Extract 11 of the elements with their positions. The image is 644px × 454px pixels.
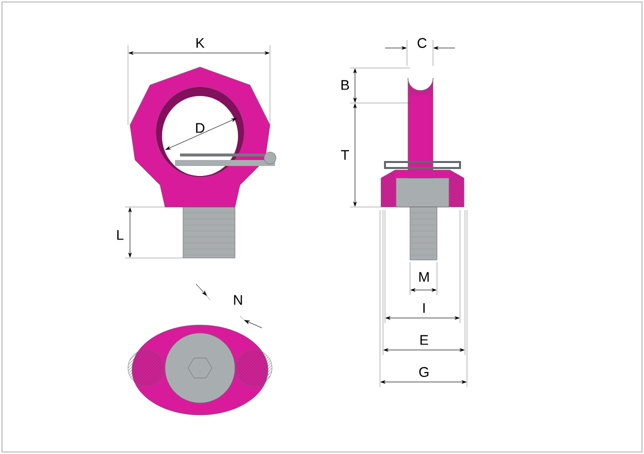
dimension-label: L	[117, 230, 124, 240]
dimension-label: G	[419, 367, 428, 377]
dimension-label: I	[423, 303, 425, 313]
dimension-label: T	[341, 150, 349, 160]
dimension-label: E	[420, 335, 428, 345]
dimension-label: B	[341, 80, 349, 90]
dimension-label: C	[418, 38, 427, 48]
dimension-label: D	[196, 123, 204, 133]
dimension-label: N	[234, 295, 242, 305]
dimension-label: M	[419, 272, 429, 282]
dimension-label: K	[196, 38, 205, 48]
